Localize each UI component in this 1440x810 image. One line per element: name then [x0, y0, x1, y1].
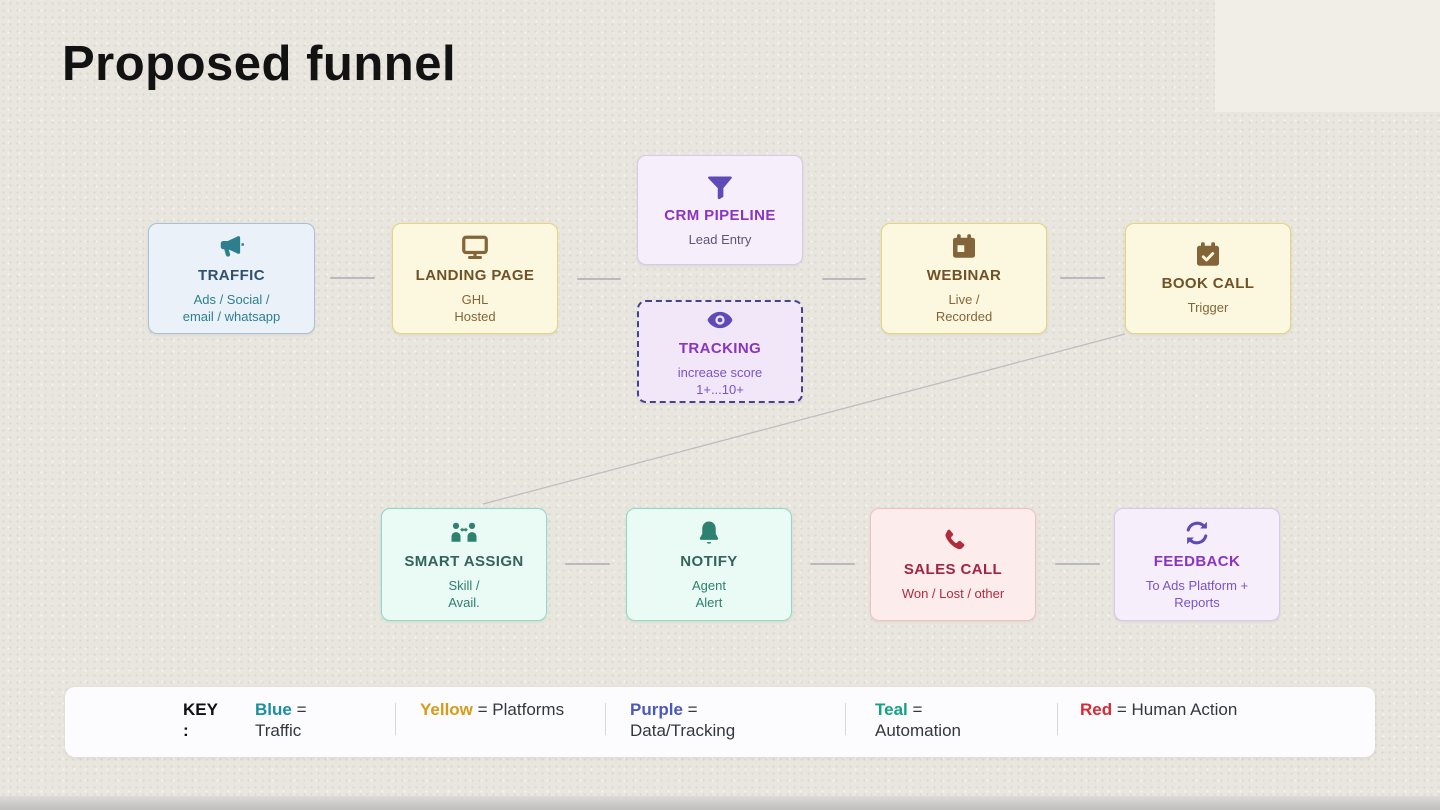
connector-line	[1060, 277, 1105, 279]
node-subtitle: Lead Entry	[688, 231, 752, 247]
connector-line	[565, 563, 610, 565]
calendar-check-icon	[1193, 240, 1223, 270]
phone-icon	[938, 526, 968, 556]
bottom-edge-strip	[0, 796, 1440, 810]
node-title: WEBINAR	[926, 267, 1002, 285]
node-title: SMART ASSIGN	[404, 553, 524, 571]
node-title: BOOK CALL	[1161, 275, 1255, 293]
connector-line	[577, 278, 621, 280]
node-feedback[interactable]: FEEDBACK To Ads Platform + Reports	[1114, 508, 1280, 621]
key-divider	[395, 703, 396, 735]
node-title: TRACKING	[678, 340, 762, 358]
connector-line	[822, 278, 866, 280]
monitor-icon	[460, 232, 490, 262]
node-subtitle: Trigger	[1187, 300, 1229, 316]
key-color-word: Red	[1080, 700, 1113, 719]
page-title: Proposed funnel	[62, 37, 457, 91]
connector-line	[1055, 563, 1100, 565]
node-subtitle: GHL Hosted	[454, 292, 496, 324]
node-title: TRAFFIC	[198, 267, 265, 285]
node-subtitle: To Ads Platform + Reports	[1145, 578, 1249, 610]
key-divider	[1057, 703, 1058, 735]
node-subtitle: Ads / Social / email / whatsapp	[182, 292, 281, 324]
bell-icon	[694, 518, 724, 548]
refresh-icon	[1182, 518, 1212, 548]
node-subtitle: Live / Recorded	[935, 292, 993, 324]
key-label: KEY :	[183, 700, 218, 740]
people-swap-icon	[449, 518, 479, 548]
connector-line	[330, 277, 375, 279]
node-subtitle: increase score 1+...10+	[677, 365, 763, 397]
node-subtitle: Won / Lost / other	[901, 586, 1005, 602]
key-color-word: Purple	[630, 700, 683, 719]
key-color-word: Teal	[875, 700, 908, 719]
key-divider	[845, 703, 846, 735]
node-title: NOTIFY	[680, 553, 738, 571]
key-bar: KEY : Blue = Traffic Yellow = Platforms …	[65, 687, 1375, 757]
funnel-icon	[705, 172, 735, 202]
calendar-icon	[949, 232, 979, 262]
node-smart-assign[interactable]: SMART ASSIGN Skill / Avail.	[381, 508, 547, 621]
node-webinar[interactable]: WEBINAR Live / Recorded	[881, 223, 1047, 334]
node-title: LANDING PAGE	[415, 267, 535, 285]
node-notify[interactable]: NOTIFY Agent Alert	[626, 508, 792, 621]
node-book-call[interactable]: BOOK CALL Trigger	[1125, 223, 1291, 334]
key-item-red: Red = Human Action	[1080, 700, 1238, 719]
corner-highlight-panel	[1215, 0, 1440, 112]
node-traffic[interactable]: TRAFFIC Ads / Social / email / whatsapp	[148, 223, 315, 334]
key-item-teal: Teal = Automation	[875, 700, 961, 740]
node-crm-pipeline[interactable]: CRM PIPELINE Lead Entry	[637, 155, 803, 265]
node-sales-call[interactable]: SALES CALL Won / Lost / other	[870, 508, 1036, 621]
eye-icon	[705, 305, 735, 335]
key-item-blue: Blue = Traffic	[255, 700, 307, 740]
node-landing-page[interactable]: LANDING PAGE GHL Hosted	[392, 223, 558, 334]
key-color-word: Yellow	[420, 700, 473, 719]
node-title: CRM PIPELINE	[664, 206, 776, 224]
connector-line	[810, 563, 855, 565]
node-title: FEEDBACK	[1153, 553, 1241, 571]
node-subtitle: Skill / Avail.	[448, 578, 480, 610]
key-divider	[605, 703, 606, 735]
key-item-purple: Purple = Data/Tracking	[630, 700, 736, 740]
node-tracking[interactable]: TRACKING increase score 1+...10+	[637, 300, 803, 403]
node-subtitle: Agent Alert	[692, 578, 726, 610]
megaphone-icon	[217, 232, 247, 262]
key-item-yellow: Yellow = Platforms	[420, 700, 565, 719]
node-title: SALES CALL	[903, 561, 1003, 579]
key-color-word: Blue	[255, 700, 292, 719]
